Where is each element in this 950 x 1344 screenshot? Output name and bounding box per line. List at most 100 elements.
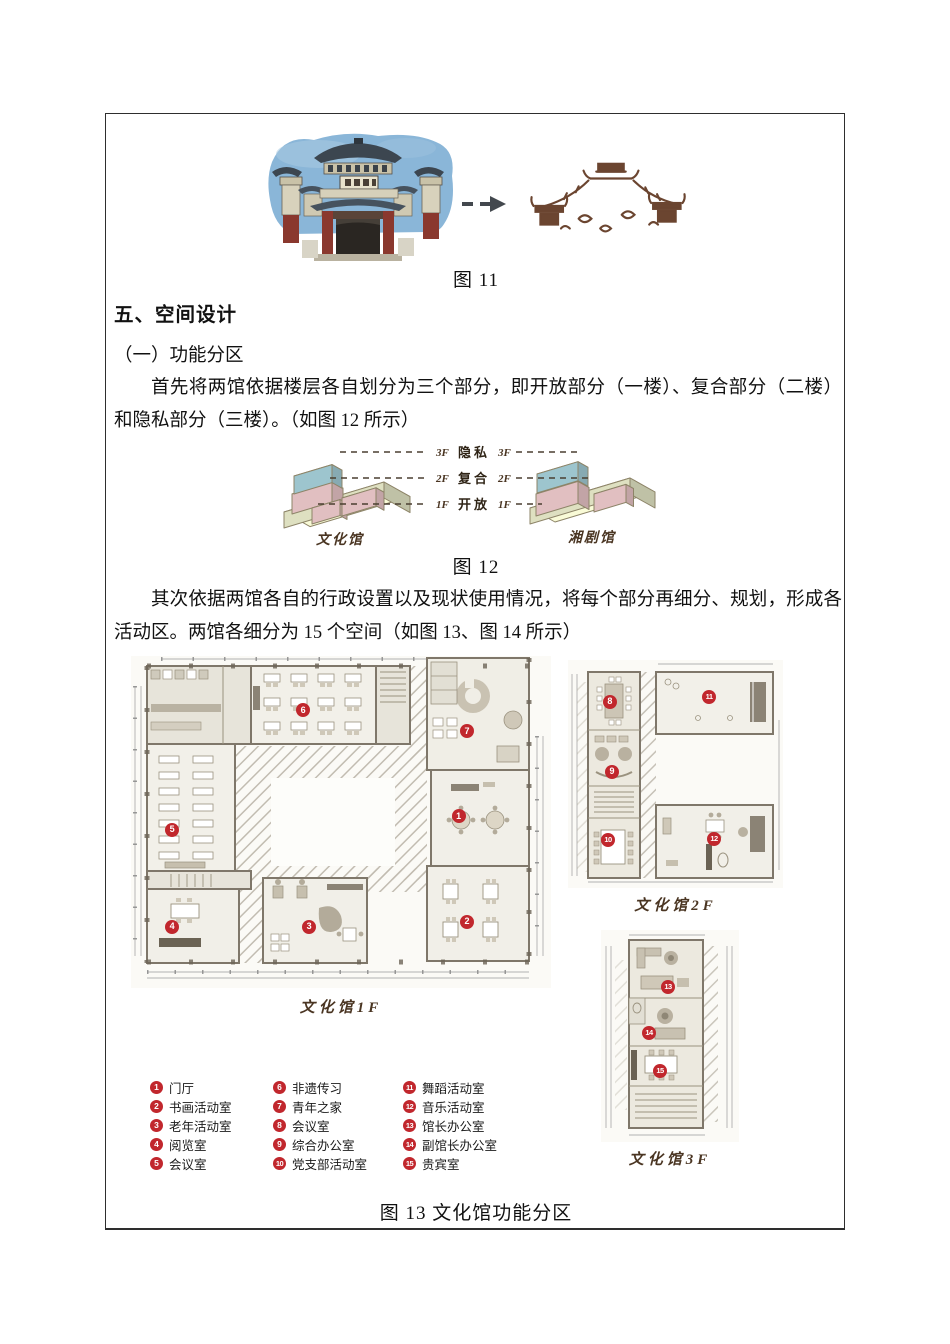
legend-room-label: 馆长办公室: [422, 1120, 485, 1134]
legend-room-label: 舞蹈活动室: [422, 1082, 485, 1096]
legend-item: 4 阅览室: [150, 1135, 273, 1154]
building-label-culture-hall: 文化馆: [316, 531, 365, 548]
room-marker-14: 14: [642, 1026, 657, 1041]
legend-item: 7 青年之家: [273, 1097, 403, 1116]
floor-plan-1f: 1 2 3 4 5 6 7: [131, 656, 551, 988]
iso-block-face: [375, 487, 385, 511]
paragraph-1: 首先将两馆依据楼层各自划分为三个部分，即开放部分（一楼）、复合部分（二楼）和隐私…: [114, 378, 842, 431]
figure-11: 图 11: [106, 114, 846, 294]
floor-label: 2F: [497, 473, 512, 485]
legend-room-label: 阅览室: [169, 1139, 207, 1153]
legend-item: 11 舞蹈活动室: [403, 1078, 560, 1097]
legend-item: 14 副馆长办公室: [403, 1135, 560, 1154]
legend-number-badge: 9: [273, 1138, 286, 1151]
legend-room-label: 副馆长办公室: [422, 1139, 498, 1153]
room-marker-5: 5: [165, 822, 180, 837]
legend-room-label: 书画活动室: [169, 1101, 232, 1115]
zone-label-open: 开放: [458, 497, 490, 512]
building-label-opera-hall: 湘剧馆: [568, 529, 617, 546]
transform-arrow-icon: [462, 196, 506, 212]
legend-item: 12 音乐活动室: [403, 1097, 560, 1116]
legend-number-badge: 3: [150, 1119, 163, 1132]
legend-number-badge: 5: [150, 1157, 163, 1170]
floor-plan-2f-drawing: [568, 660, 783, 888]
legend-room-label: 非遗传习: [292, 1082, 343, 1096]
legend-room-label: 会议室: [169, 1158, 207, 1172]
iso-block-face: [577, 461, 589, 487]
floor-label: 1F: [498, 499, 512, 511]
floor-plan-3f: 13 14 15: [601, 930, 739, 1142]
legend-item: 1 门厅: [150, 1078, 273, 1097]
document-table-cell: 图 11 五、空间设计 （一）功能分区 首先将两馆依据楼层各自划分为三个部分，即…: [105, 113, 845, 1230]
legend-column: 1 门厅 2 书画活动室 3 老年活动室 4 阅览室 5 会议室: [150, 1078, 273, 1173]
legend-room-label: 青年之家: [292, 1101, 343, 1115]
room-marker-2: 2: [460, 914, 474, 929]
plan-1f-caption: 文化馆1F: [299, 1000, 383, 1016]
legend-number-badge: 2: [150, 1100, 163, 1113]
figure-12-caption: 图 12: [452, 557, 500, 578]
figure-13-caption: 图 13 文化馆功能分区: [379, 1203, 573, 1224]
iso-block-face: [577, 480, 590, 511]
legend-number-badge: 15: [403, 1157, 416, 1170]
legend-item: 10 党支部活动室: [273, 1154, 403, 1173]
plan-3f-caption: 文化馆3F: [628, 1152, 712, 1168]
legend-number-badge: 7: [273, 1100, 286, 1113]
floor-label: 3F: [497, 447, 512, 459]
floor-zoning-iso-diagram: 3F 3F 2F 2F 1F 1F 隐私 复合 开放 文化馆 湘剧馆: [283, 445, 656, 548]
legend-number-badge: 10: [273, 1157, 286, 1170]
archway-photo-painting: [268, 133, 453, 261]
floor-label: 2F: [435, 473, 450, 485]
room-marker-4: 4: [165, 919, 180, 934]
zone-label-private: 隐私: [458, 445, 490, 460]
legend-number-badge: 1: [150, 1081, 163, 1094]
room-marker-3: 3: [302, 919, 317, 934]
legend-number-badge: 6: [273, 1081, 286, 1094]
floor-label: 1F: [436, 499, 450, 511]
plan-2f-caption: 文化馆2F: [634, 898, 717, 914]
floor-label: 3F: [435, 447, 450, 459]
floor-plan-1f-drawing: [131, 656, 551, 988]
legend-number-badge: 11: [403, 1081, 416, 1094]
legend-number-badge: 8: [273, 1119, 286, 1132]
legend-item: 9 综合办公室: [273, 1135, 403, 1154]
legend-number-badge: 4: [150, 1138, 163, 1151]
iso-block-face: [383, 481, 411, 514]
zone-label-mixed: 复合: [457, 471, 490, 486]
legend-room-label: 党支部活动室: [292, 1158, 368, 1172]
room-marker-7: 7: [460, 724, 474, 739]
legend-number-badge: 14: [403, 1138, 416, 1151]
room-marker-1: 1: [451, 809, 466, 824]
legend-item: 2 书画活动室: [150, 1097, 273, 1116]
figure-11-caption: 图 11: [452, 270, 500, 291]
legend-number-badge: 12: [403, 1100, 416, 1113]
iso-block-face: [625, 483, 634, 508]
sub-heading: （一）功能分区: [114, 346, 244, 366]
archway-line-sketch: [530, 162, 686, 233]
legend-room-label: 老年活动室: [169, 1120, 232, 1134]
room-marker-13: 13: [661, 980, 676, 995]
legend-room-label: 音乐活动室: [422, 1101, 485, 1115]
legend-item: 6 非遗传习: [273, 1078, 403, 1097]
room-marker-9: 9: [605, 764, 620, 779]
paragraph-2: 其次依据两馆各自的行政设置以及现状使用情况，将每个部分再细分、规划，形成各活动区…: [114, 590, 842, 643]
floor-plan-3f-drawing: [601, 930, 739, 1142]
legend-room-label: 门厅: [169, 1082, 195, 1096]
room-marker-15: 15: [653, 1063, 668, 1078]
room-marker-6: 6: [296, 703, 311, 718]
legend-item: 5 会议室: [150, 1154, 273, 1173]
room-marker-11: 11: [702, 689, 717, 704]
legend-number-badge: 13: [403, 1119, 416, 1132]
iso-block-face: [331, 464, 343, 489]
room-marker-12: 12: [706, 831, 721, 846]
legend-room-label: 综合办公室: [292, 1139, 355, 1153]
legend-item: 13 馆长办公室: [403, 1116, 560, 1135]
room-marker-8: 8: [602, 694, 617, 709]
